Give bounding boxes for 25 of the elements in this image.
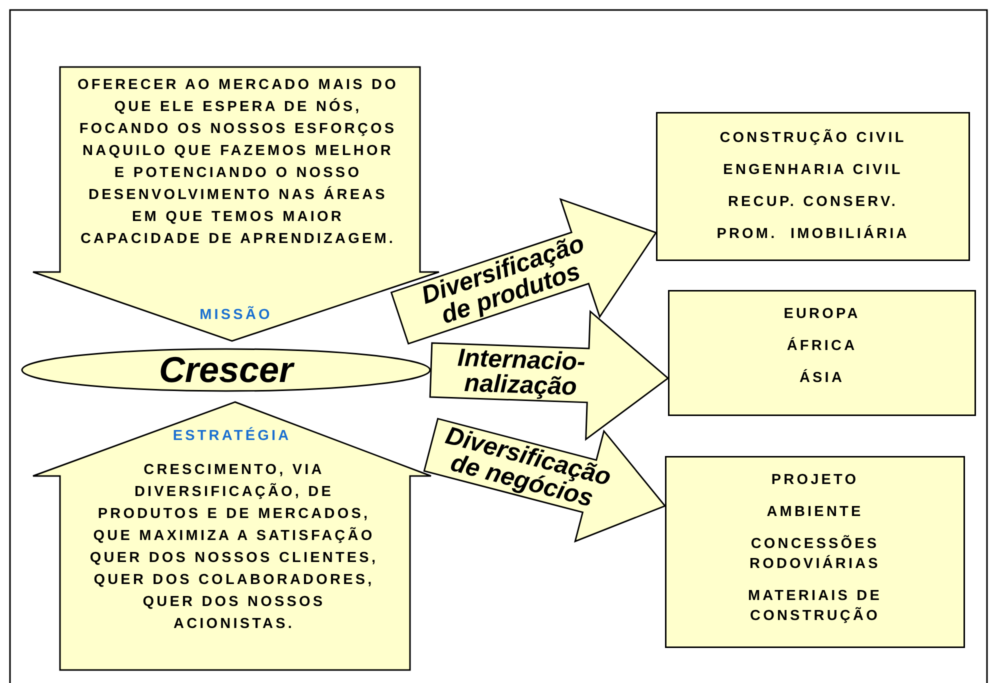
region-text: EUROPA — [784, 305, 860, 324]
mission-text: OFERECER AO MERCADO MAIS DO QUE ELE ESPERA DE NÓS, FOCANDO OS NOSSOS ESFORÇOS NAQUILO QUE FAZEMOS MELHOR E POTENCIANDO O NOSSO DESENVOLVIMENTO NAS ÁREAS EM QUE TEMOS MAIOR CAPACIDADE DE APRENDIZAGEM. — [76, 76, 400, 249]
central-ellipse — [21, 348, 431, 392]
sector-text: PROM. IMOBILIÁRIA — [716, 224, 910, 244]
business-text: CONCESSÕES RODOVIÁRIAS — [748, 534, 882, 574]
central-label: Crescer — [158, 350, 296, 390]
block-arrow — [423, 418, 666, 543]
sector-text: ENGENHARIA CIVIL — [723, 161, 903, 180]
block-arrow — [390, 198, 658, 345]
business-text: MATERIAIS DE CONSTRUÇÃO — [746, 587, 884, 626]
edge-label: Internacio- nalização — [456, 344, 587, 402]
strategy-arrow-shape — [32, 401, 432, 671]
region-box — [668, 290, 976, 416]
region-text: ÁFRICA — [786, 336, 858, 356]
business-box — [665, 456, 965, 648]
sector-text: RECUP. CONSERV. — [728, 193, 898, 212]
region-text: ÁSIA — [799, 368, 845, 388]
sector-box — [656, 112, 970, 261]
strategy-heading: ESTRATÉGIA — [172, 426, 292, 446]
block-arrow — [429, 310, 670, 441]
sector-text: CONSTRUÇÃO CIVIL — [720, 128, 906, 148]
business-text: AMBIENTE — [766, 503, 864, 522]
mission-heading: MISSÃO — [198, 305, 274, 325]
strategy-text: CRESCIMENTO, VIA DIVERSIFICAÇÃO, DE PRODUTOS E DE MERCADOS, QUE MAXIMIZA A SATISFAÇÃO QUER DOS NOSSOS CLIENTES, QUER DOS COLABORADORES, QUER DOS NOSSOS ACIONISTAS. — [88, 461, 380, 634]
business-text: PROJETO — [771, 471, 859, 490]
